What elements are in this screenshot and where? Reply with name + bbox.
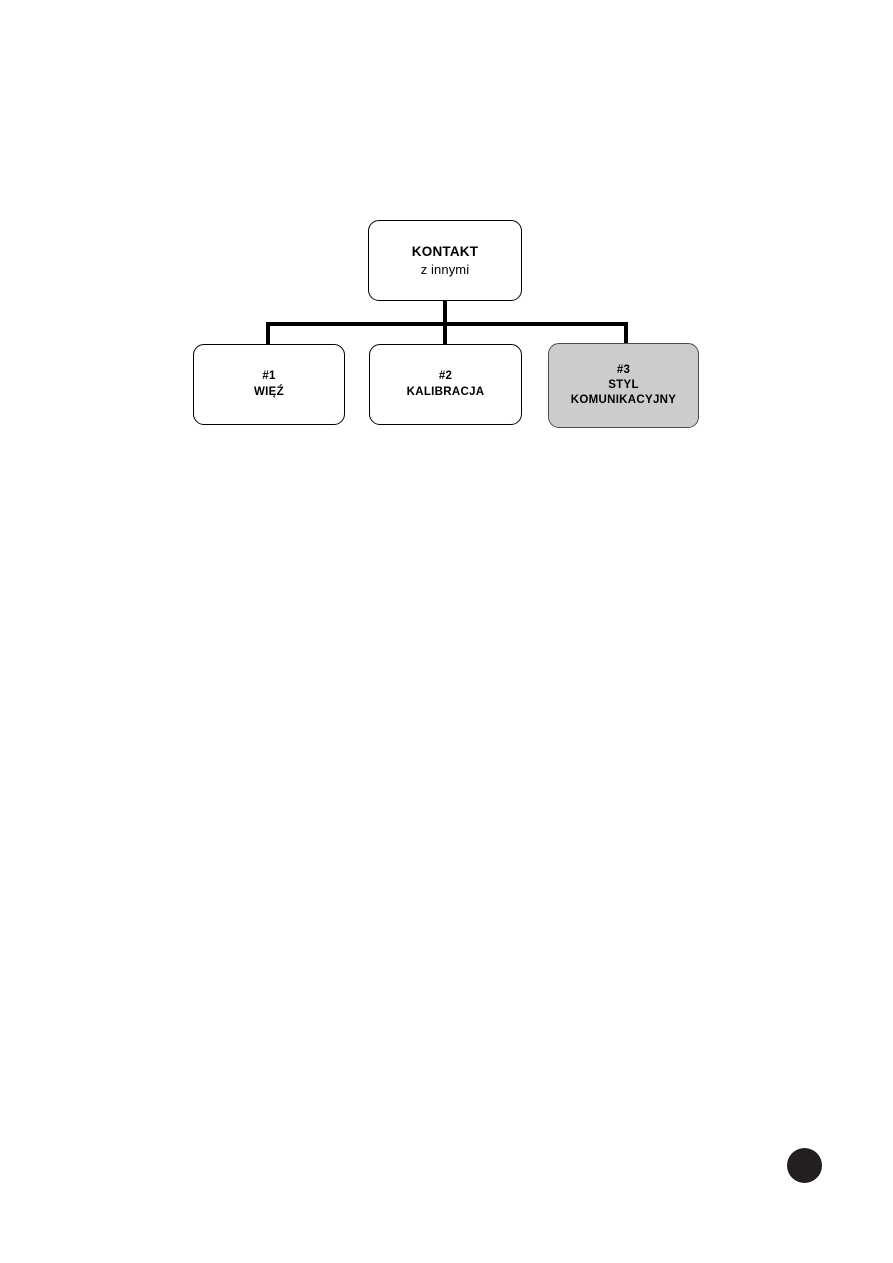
node-child-3-styl-komunikacyjny: #3 STYL KOMUNIKACYJNY <box>548 343 699 428</box>
node-child-3-label-line1: STYL <box>608 378 639 391</box>
node-root-subtitle: z innymi <box>420 261 470 277</box>
connector-drop-2 <box>443 322 447 346</box>
page-marker-dot <box>787 1148 822 1183</box>
connector-stem <box>443 300 447 326</box>
node-child-3-number: #3 <box>616 363 631 376</box>
node-child-1-label: WIĘŹ <box>254 385 284 398</box>
node-child-1-wiez: #1 WIĘŹ <box>193 344 345 425</box>
node-child-2-number: #2 <box>438 370 453 383</box>
connector-horizontal-bar <box>266 322 628 326</box>
node-child-2-label: KALIBRACJA <box>406 385 485 398</box>
node-child-2-kalibracja: #2 KALIBRACJA <box>369 344 522 425</box>
node-child-1-number: #1 <box>262 370 276 383</box>
node-root-kontakt: KONTAKT z innymi <box>368 220 522 301</box>
connector-drop-3 <box>624 322 628 346</box>
node-root-title: KONTAKT <box>411 244 479 260</box>
connector-drop-1 <box>266 322 270 346</box>
node-child-3-label-line2: KOMUNIKACYJNY <box>570 394 677 407</box>
